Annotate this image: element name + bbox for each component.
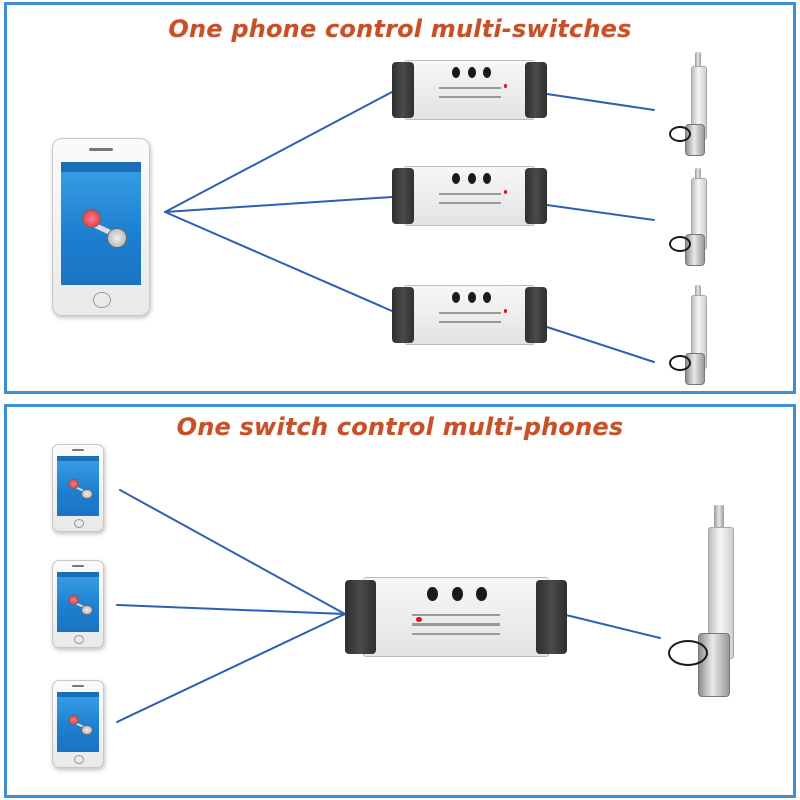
linear-actuator-icon [655,52,715,162]
smartphone-icon [52,138,150,316]
smartphone-icon [52,444,104,532]
smartphone-icon [52,680,104,768]
linear-actuator-icon [655,168,715,272]
top-title: One phone control multi-switches [168,15,632,43]
wifi-switch-module-icon [392,285,547,345]
wifi-switch-module-icon [345,577,567,657]
bottom-title: One switch control multi-phones [176,413,624,441]
linear-actuator-icon [655,285,715,389]
wifi-switch-module-icon [392,166,547,226]
wifi-switch-module-icon [392,60,547,120]
linear-actuator-icon [660,505,760,710]
smartphone-icon [52,560,104,648]
